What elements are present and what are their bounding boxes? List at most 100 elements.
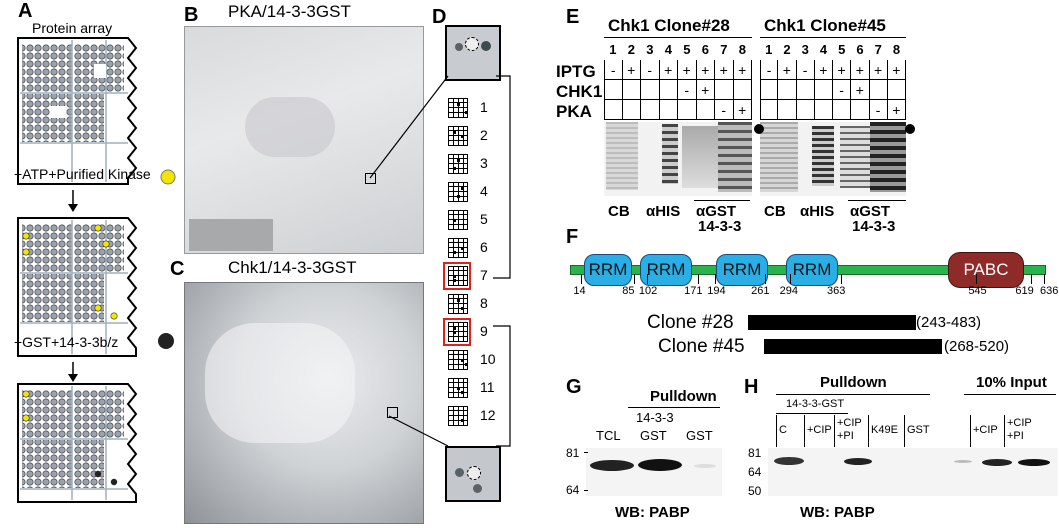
spot-mark [457, 195, 460, 198]
lane-number: 8 [892, 42, 901, 57]
condition-cell [696, 100, 715, 120]
h-input-header: 10% Input [976, 374, 1047, 391]
spot-mark [461, 187, 464, 190]
panel-e-label: E [566, 6, 580, 28]
subarray-grid-1 [448, 98, 468, 118]
pabc-domain: PABC [948, 252, 1024, 288]
condition-cell: + [869, 60, 888, 80]
spot-mark [461, 359, 464, 362]
lane-header-label: K49E [871, 424, 898, 436]
rrm-domain-2: RRM [640, 254, 692, 286]
row-pka-label: PKA [556, 102, 592, 121]
condition-cell [869, 80, 888, 100]
subarray-grid-5 [448, 210, 468, 230]
condition-cell: + [696, 80, 715, 100]
lane-header-label: +CIP [837, 417, 862, 429]
condition-cell: + [696, 60, 715, 80]
g-lane-1433: 14-3-3 [636, 410, 674, 425]
spot-mark [453, 327, 456, 330]
lane-number: 4 [664, 42, 672, 57]
h-pulldown-header: Pulldown [820, 374, 887, 391]
position-label: 261 [751, 285, 770, 297]
clone45-name: Clone #45 [658, 336, 745, 357]
condition-cell [659, 100, 678, 120]
subarray-number: 5 [480, 211, 488, 227]
lane-number: 6 [856, 42, 864, 57]
condition-cell [851, 100, 870, 120]
protein-array-title: Protein array [32, 20, 113, 36]
position-tick [1031, 274, 1033, 284]
lane-number: 5 [683, 42, 691, 57]
position-label: 194 [707, 285, 726, 297]
condition-cell: + [887, 60, 906, 80]
lane-number: 6 [701, 42, 709, 57]
spot-mark [453, 167, 456, 170]
spot-mark [461, 247, 464, 250]
lane-header-label: +PI [1007, 430, 1024, 442]
position-tick [715, 274, 717, 284]
subarray-number: 6 [480, 239, 488, 255]
subarray-number: 12 [480, 407, 496, 423]
array-3 [17, 383, 138, 503]
spot-mark [457, 387, 460, 390]
clone28-title: Chk1 Clone#28 [608, 16, 730, 35]
spot-mark [461, 391, 464, 394]
position-label: 619 [1015, 285, 1034, 297]
condition-cell: + [851, 60, 870, 80]
condition-cell: + [851, 80, 870, 100]
condition-cell: - [678, 80, 697, 100]
g-lane-gst: GST [686, 428, 713, 443]
lane-header-label: C [779, 424, 787, 436]
spot-mark [453, 131, 456, 134]
condition-cell: + [733, 100, 752, 120]
g-lane-1433-gst: GST [640, 428, 667, 443]
condition-cell [887, 80, 906, 100]
subarray-grid-3 [448, 154, 468, 174]
lane-header-label: +CIP [807, 424, 832, 436]
lane-number: 3 [801, 42, 809, 57]
position-tick [698, 274, 700, 284]
his-label-45: αHIS [800, 203, 835, 220]
h-marker-81: 81 [748, 446, 762, 460]
condition-cell [814, 100, 833, 120]
spot-mark [461, 307, 464, 310]
condition-cell: - [641, 60, 660, 80]
subarray-grid-10 [448, 350, 468, 370]
cb-label-45: CB [764, 203, 786, 220]
condition-cell [796, 80, 815, 100]
h-subheader: 14-3-3-GST [786, 398, 845, 410]
highlight-box-7 [443, 262, 471, 290]
zoom-top [445, 25, 501, 81]
lane-header-box [868, 415, 904, 447]
h-marker-50: 50 [748, 484, 762, 498]
spot-mark [453, 275, 456, 278]
subarray-number: 4 [480, 183, 488, 199]
condition-cell [760, 100, 779, 120]
lane-header-box [834, 415, 868, 447]
spot-mark [453, 251, 456, 254]
condition-cell: + [622, 60, 641, 80]
lane-number: 7 [720, 42, 728, 57]
gst-label-45: αGST [850, 203, 891, 220]
lane-number: 7 [874, 42, 882, 57]
subarray-number: 7 [480, 267, 488, 283]
lane-number: 3 [646, 42, 654, 57]
rrm-domain-1: RRM [584, 254, 632, 286]
condition-cell [760, 80, 779, 100]
condition-cell: + [814, 60, 833, 80]
lane-number: 1 [609, 42, 617, 57]
subarray-number: 3 [480, 155, 488, 171]
position-tick [646, 274, 648, 284]
row-iptg-label: IPTG [556, 62, 596, 81]
condition-cell [715, 80, 734, 100]
pka-array-image [184, 26, 424, 254]
lane-header-label: +CIP [973, 424, 998, 436]
condition-cell: - [869, 100, 888, 120]
spot-mark [457, 299, 460, 302]
position-tick [976, 274, 978, 284]
subarray-grid-4 [448, 182, 468, 202]
zoom-connectors [369, 75, 511, 447]
